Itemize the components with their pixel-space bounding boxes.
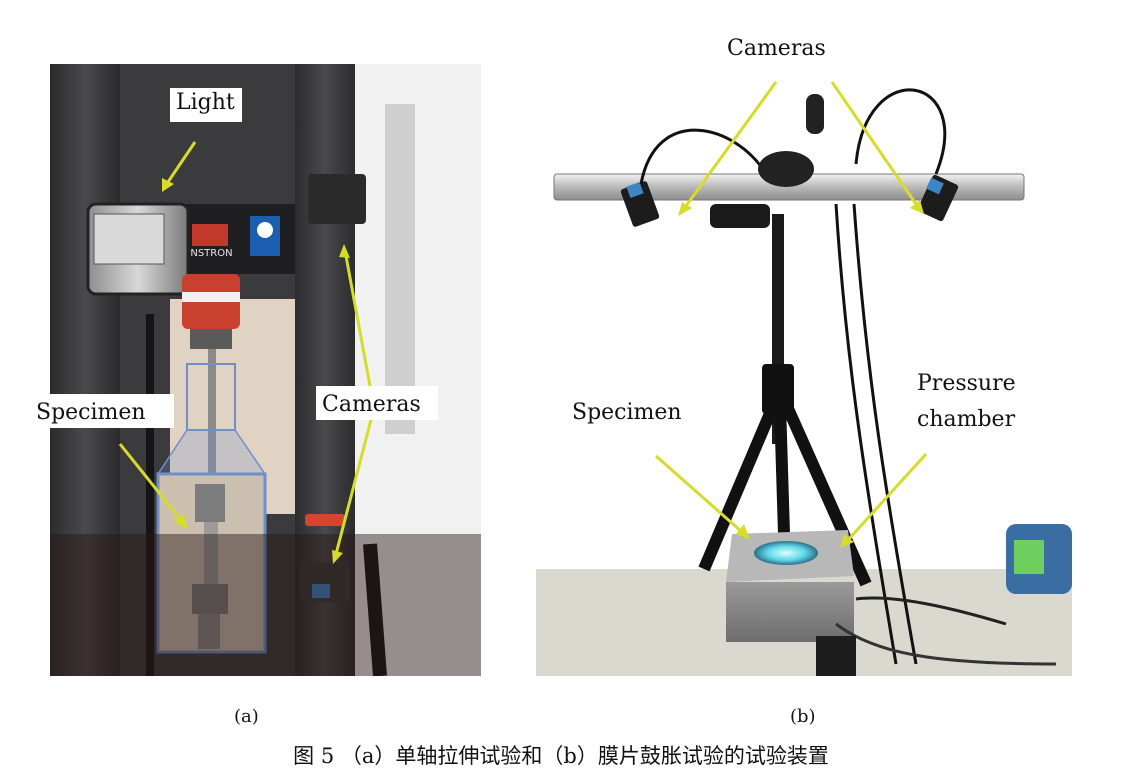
label-cameras-a: Cameras — [322, 392, 421, 417]
label-specimen-a: Specimen — [36, 400, 146, 425]
subfigure-label-a: (a) — [234, 706, 259, 727]
photo-bulge-test-setup — [536, 64, 1072, 676]
arrow-camera-top — [344, 255, 372, 387]
label-pressure: Pressure — [917, 371, 1016, 396]
arrow-camera-bottom — [334, 415, 374, 555]
arrow-pressure-chamber — [846, 452, 928, 542]
camera-right — [917, 174, 959, 222]
arrow-specimen-b — [655, 454, 743, 534]
label-chamber: chamber — [917, 407, 1016, 432]
left-column — [50, 64, 120, 676]
figure-caption: 图 5 （a）单轴拉伸试验和（b）膜片鼓胀试验的试验装置 — [293, 744, 829, 768]
instron-logo — [192, 224, 228, 246]
label-specimen-b: Specimen — [572, 400, 682, 425]
label-cameras-b: Cameras — [727, 36, 826, 61]
arrow-camera-right — [830, 81, 918, 205]
label-light: Light — [176, 90, 235, 115]
tripod-leg — [698, 401, 780, 572]
camera-top — [308, 174, 366, 224]
arrow-specimen — [118, 443, 182, 520]
bulge-scene — [536, 81, 1072, 676]
tensile-scene: INSTRON — [50, 64, 481, 676]
pressure-chamber — [726, 582, 854, 642]
specimen-membrane — [754, 541, 818, 565]
subfigure-label-b: (b) — [790, 706, 816, 727]
arrow-light — [166, 141, 197, 183]
arrow-camera-left — [684, 81, 778, 207]
photo-uniaxial-tensile-setup: INSTRON — [50, 64, 481, 676]
instron-brand-text: INSTRON — [187, 248, 232, 259]
